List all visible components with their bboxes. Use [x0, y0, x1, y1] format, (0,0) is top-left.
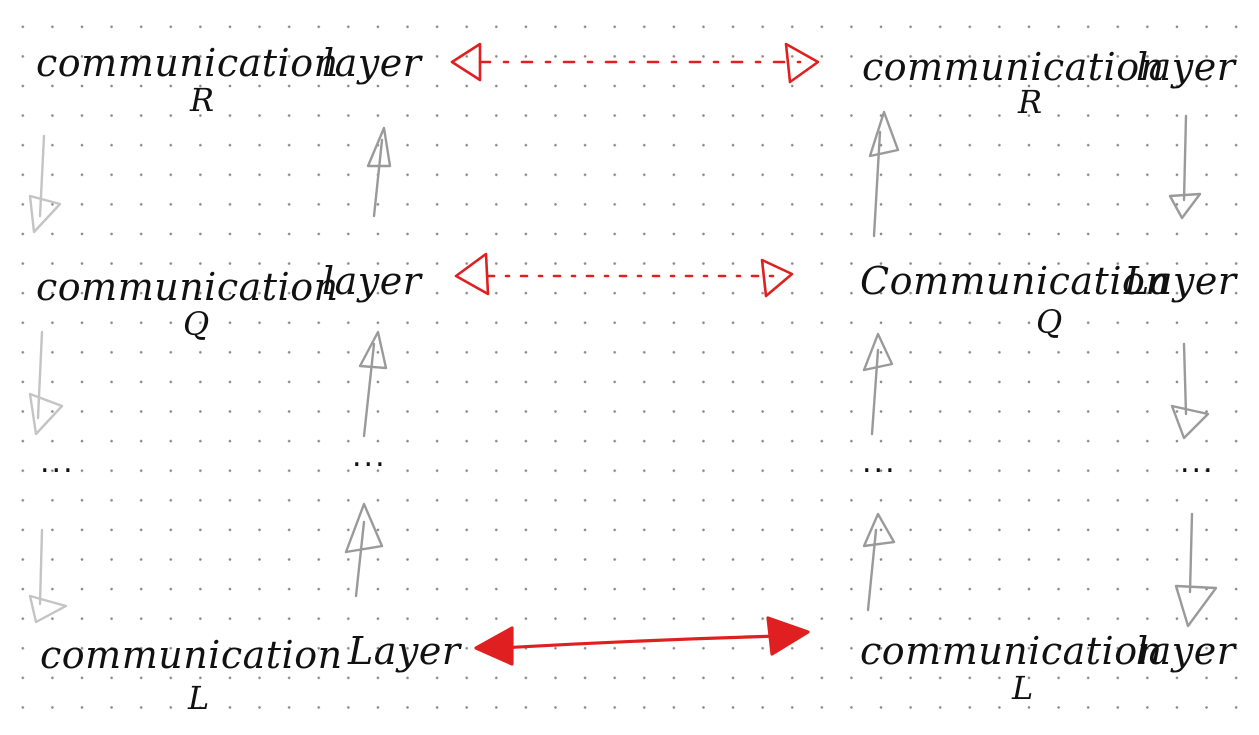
right-layer-q-subscript: Q	[1036, 303, 1063, 341]
peer-arrow-l	[474, 616, 810, 666]
left-ellipsis-inner: ...	[352, 439, 387, 474]
right-ellipsis-inner: ...	[862, 445, 897, 480]
left-layer-r-title: communication	[36, 41, 339, 85]
left-layer-l-title: communication	[40, 633, 343, 677]
left-layer-q-subscript: Q	[183, 305, 210, 343]
left-down-arrow-3	[28, 528, 68, 624]
right-down-arrow-3	[1174, 512, 1218, 628]
right-layer-r-title: communication	[862, 45, 1165, 89]
left-up-arrow-1	[366, 126, 392, 218]
right-layer-l-title: communication	[860, 629, 1163, 673]
right-up-arrow-3	[862, 512, 896, 612]
right-down-arrow-2	[1170, 342, 1210, 440]
left-ellipsis-outer: ...	[40, 445, 75, 480]
left-layer-l-subscript: L	[188, 679, 210, 717]
right-layer-r-word: layer	[1136, 45, 1236, 89]
right-up-arrow-1	[868, 110, 900, 238]
left-down-arrow-2	[28, 330, 64, 436]
left-up-arrow-3	[344, 502, 384, 598]
left-down-arrow-1	[28, 134, 62, 234]
left-up-arrow-2	[358, 330, 388, 438]
right-down-arrow-1	[1168, 114, 1202, 220]
right-layer-l-subscript: L	[1012, 669, 1034, 707]
right-layer-r-subscript: R	[1018, 83, 1043, 121]
left-layer-l-word: Layer	[348, 629, 461, 673]
peer-arrow-r	[450, 42, 820, 84]
right-layer-q-word: Layer	[1124, 259, 1237, 303]
left-layer-r-subscript: R	[190, 81, 215, 119]
left-layer-q-title: communication	[36, 265, 339, 309]
right-up-arrow-2	[862, 332, 894, 436]
left-layer-r-word: layer	[322, 41, 422, 85]
left-layer-q-word: layer	[322, 259, 422, 303]
right-ellipsis-outer: ...	[1180, 445, 1215, 480]
right-layer-l-word: layer	[1136, 629, 1236, 673]
peer-arrow-q	[454, 252, 794, 298]
right-layer-q-title: Communication	[860, 259, 1171, 303]
